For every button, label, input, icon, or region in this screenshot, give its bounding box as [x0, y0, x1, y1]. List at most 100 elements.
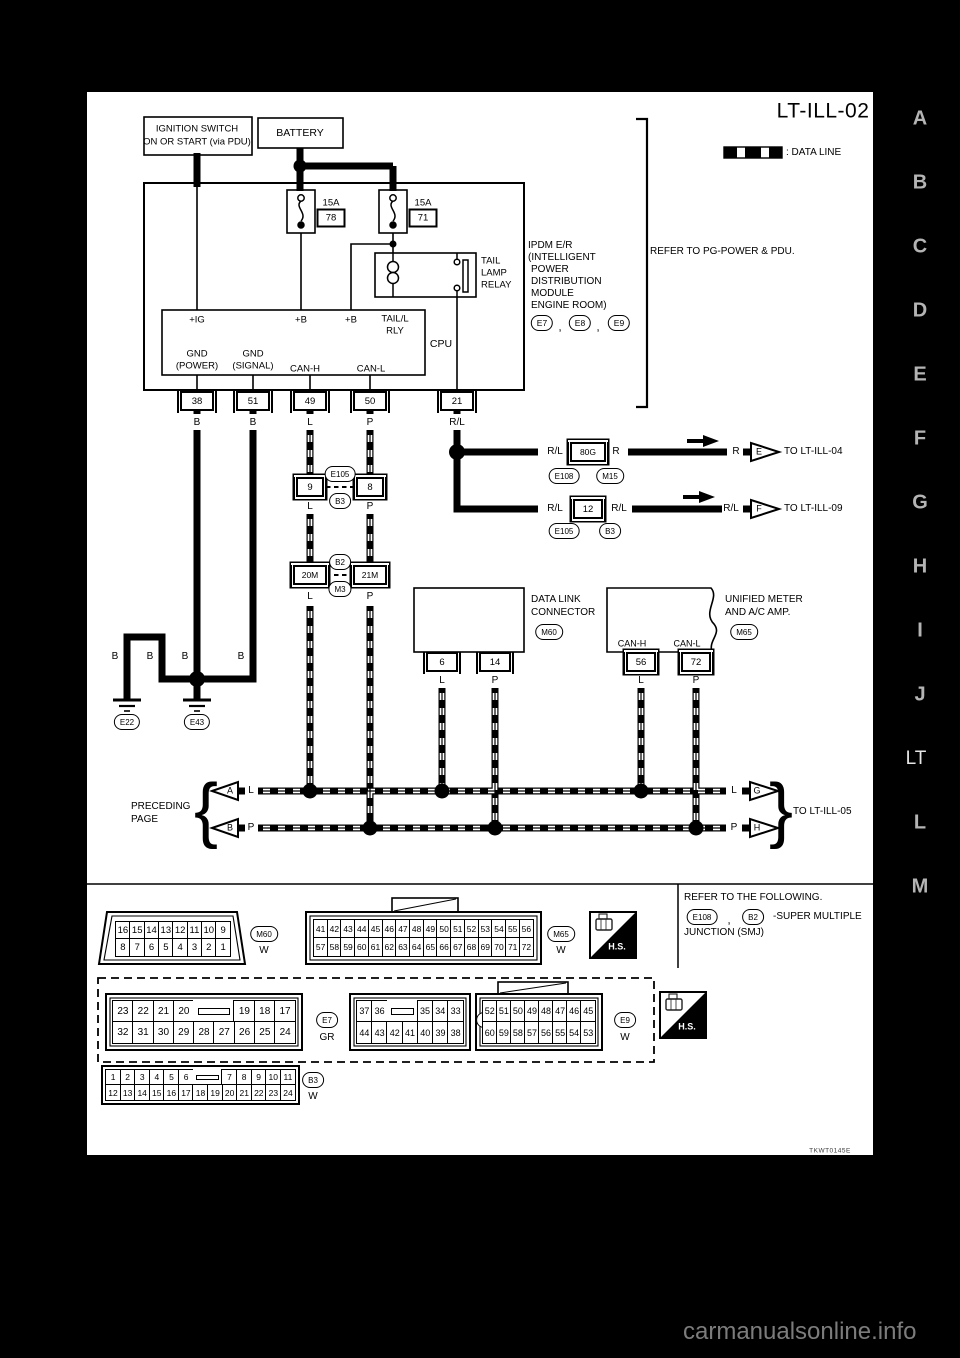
dlc-name-2: CONNECTOR	[531, 607, 596, 618]
meter-box	[606, 587, 718, 653]
refer-pg-note: REFER TO PG-POWER & PDU.	[650, 246, 795, 257]
ref-e22: E22	[113, 714, 141, 730]
cpu-gnd-signal-2: (SIGNAL)	[232, 360, 274, 372]
refer-following: REFER TO THE FOLLOWING.	[684, 892, 823, 903]
pin-25: 25	[253, 1021, 276, 1044]
ground-e22	[113, 698, 141, 712]
sidebar-d: D	[912, 299, 928, 322]
wire-rl-21: R/L	[449, 417, 465, 428]
triangle-f	[750, 498, 783, 520]
offset-triangles	[208, 441, 783, 839]
fuse2-rating: 15A	[414, 197, 432, 209]
junction-rl	[449, 444, 465, 460]
pin-28: 28	[193, 1021, 215, 1044]
cpu-pin-ig: +IG	[189, 314, 205, 326]
ref-b3-pair1: B3	[329, 493, 351, 509]
wire-p-dlc: P	[491, 675, 499, 686]
junction-battery	[293, 159, 307, 173]
sidebar-l: L	[913, 811, 927, 834]
triangle-a	[208, 780, 239, 802]
pin-35: 35	[416, 1000, 434, 1023]
legend-label: : DATA LINE	[786, 147, 842, 158]
battery-label: BATTERY	[276, 126, 324, 139]
terminal-49: 49	[290, 391, 330, 413]
pin-67: 67	[450, 937, 466, 957]
watermark: carmanualsonline.info	[683, 1318, 917, 1345]
pin-68: 68	[463, 937, 480, 957]
pin-27: 27	[213, 1021, 236, 1044]
ipdm-ref-e9: E9	[607, 315, 631, 331]
sidebar-g: G	[912, 491, 928, 514]
ipdm-name-4: DISTRIBUTION	[531, 276, 602, 287]
cpu-gnd-signal-1: GND	[242, 348, 264, 360]
pin-45: 45	[580, 1000, 596, 1023]
junction-ground	[189, 671, 205, 687]
m65-color: W	[556, 945, 566, 956]
ref-b3-footer: B3	[302, 1072, 324, 1088]
wire-p-50: P	[366, 417, 374, 428]
wire-l-meter: L	[638, 675, 644, 686]
ref-e108-br1: E108	[548, 468, 580, 484]
pin-5: 5	[157, 938, 174, 957]
ipdm-name-6: ENGINE ROOM)	[531, 300, 607, 311]
terminal-9: 9	[293, 477, 327, 499]
wire-b-g4: B	[237, 651, 245, 662]
terminal-21: 21	[437, 391, 477, 413]
terminal-38: 38	[177, 391, 217, 413]
cpu-pin-canh: CAN-H	[289, 363, 321, 375]
wire-l-mid2: L	[307, 591, 313, 602]
sidebar-f: F	[913, 427, 927, 450]
pin-7: 7	[129, 938, 146, 957]
drawing-code: TKWT0145E	[809, 1147, 851, 1155]
hs-label-2: H.S.	[678, 1021, 696, 1032]
terminal-20m: 20M	[290, 565, 330, 587]
ipdm-box	[143, 182, 525, 391]
pin-29: 29	[172, 1021, 195, 1044]
comma-3: ,	[727, 914, 731, 927]
pin-21: 21	[152, 1000, 175, 1023]
pin-30: 30	[152, 1021, 175, 1044]
relay-contact	[453, 253, 469, 297]
wire-p-mid2: P	[366, 591, 374, 602]
ipdm-name-2: (INTELLIGENT	[528, 252, 596, 263]
triangle-e-letter: E	[755, 446, 763, 457]
terminal-21m: 21M	[350, 565, 390, 587]
pin-slot	[386, 1000, 419, 1023]
ipdm-ref-e7: E7	[530, 315, 554, 331]
pin-22: 22	[132, 1000, 155, 1023]
fuse1-number: 78	[316, 208, 346, 228]
fuse2-number: 71	[408, 208, 438, 228]
to-lt-ill-04: TO LT-ILL-04	[784, 446, 843, 457]
pin-18: 18	[253, 1000, 276, 1023]
sidebar-h: H	[912, 555, 928, 578]
fuse-71-symbol	[378, 189, 408, 234]
page-title: LT-ILL-02	[776, 99, 870, 123]
ref-e108-footer: E108	[686, 909, 718, 925]
arrow-to-04	[687, 435, 719, 447]
pin-71: 71	[505, 937, 521, 957]
ref-b3-br2: B3	[599, 523, 621, 539]
wire-p-bus-right: P	[730, 822, 738, 833]
cpu-pin-tail2: RLY	[386, 325, 404, 337]
pin-32: 32	[112, 1021, 134, 1044]
pin-61: 61	[367, 937, 384, 957]
pin-23: 23	[112, 1000, 134, 1023]
pin-26: 26	[233, 1021, 256, 1044]
ipdm-name-3: POWER	[531, 264, 569, 275]
cpu-gnd-power-2: (POWER)	[175, 360, 219, 372]
sidebar-a: A	[912, 107, 928, 130]
pin-slot	[192, 1069, 223, 1086]
fuse1-rating: 15A	[322, 197, 340, 209]
pin-17: 17	[274, 1000, 296, 1023]
terminal-72: 72	[678, 652, 714, 674]
fuse-78-symbol	[286, 189, 316, 234]
